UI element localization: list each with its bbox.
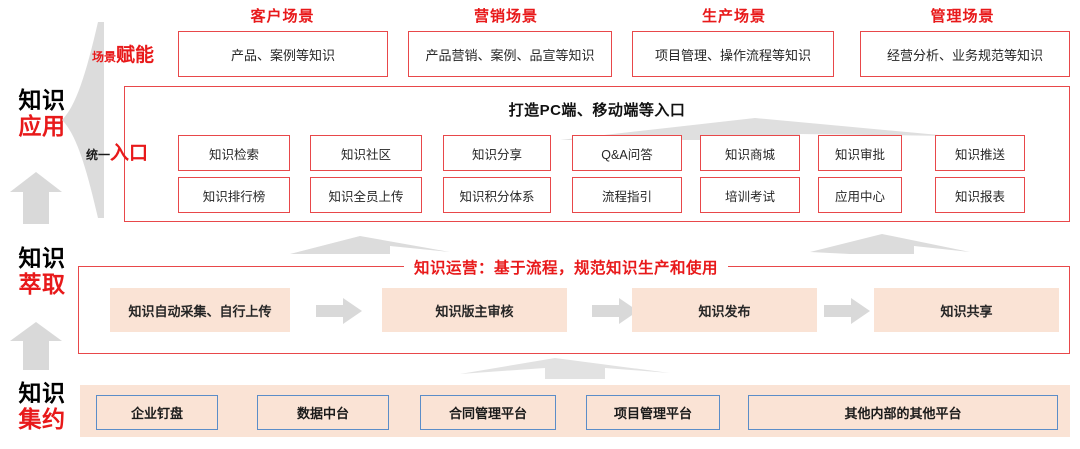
- entry-item-7[interactable]: 知识排行榜: [178, 177, 290, 213]
- operation-step-3[interactable]: 知识共享: [874, 288, 1059, 332]
- flat-chevron-platform-up: [460, 358, 670, 379]
- entry-item-1[interactable]: 知识社区: [310, 135, 422, 171]
- group-label-scenario-empowerment-small: 场景: [92, 50, 117, 64]
- group-label-scenario-empowerment: 场景赋能: [92, 40, 154, 67]
- scenario-box-1[interactable]: 产品营销、案例、品宣等知识: [408, 31, 612, 77]
- stage-label-extraction-line1: 知识: [18, 245, 66, 271]
- scenario-box-0[interactable]: 产品、案例等知识: [178, 31, 388, 77]
- flat-chevron-entry: [560, 118, 950, 140]
- entry-item-9[interactable]: 知识积分体系: [443, 177, 551, 213]
- entry-item-12[interactable]: 应用中心: [818, 177, 902, 213]
- scenario-box-3[interactable]: 经营分析、业务规范等知识: [860, 31, 1070, 77]
- operation-step-2[interactable]: 知识发布: [632, 288, 817, 332]
- stage-label-intensive-line1: 知识: [18, 380, 66, 406]
- flat-chevron-left-up: [290, 236, 450, 254]
- entry-item-10[interactable]: 流程指引: [572, 177, 682, 213]
- stage-label-intensive-line2: 集约: [18, 405, 66, 432]
- platform-box-3[interactable]: 项目管理平台: [586, 395, 720, 430]
- knowledge-operation-title: 知识运营：基于流程，规范知识生产和使用: [404, 256, 729, 278]
- entry-item-5[interactable]: 知识审批: [818, 135, 902, 171]
- scenario-header-3: 管理场景: [930, 8, 995, 25]
- platform-box-4[interactable]: 其他内部的其他平台: [748, 395, 1058, 430]
- stage-label-application-line2: 应用: [18, 112, 66, 139]
- scenario-box-2[interactable]: 项目管理、操作流程等知识: [632, 31, 834, 77]
- stage-label-extraction-line2: 萃取: [18, 270, 66, 297]
- unified-entry-title: 打造PC端、移动端等入口: [508, 102, 686, 119]
- entry-item-0[interactable]: 知识检索: [178, 135, 290, 171]
- entry-item-2[interactable]: 知识分享: [443, 135, 551, 171]
- arrow-step-1-to-2: [592, 298, 638, 324]
- group-label-scenario-empowerment-big: 赋能: [116, 45, 155, 66]
- operation-step-0[interactable]: 知识自动采集、自行上传: [110, 288, 290, 332]
- stage-label-application-line1: 知识: [18, 87, 66, 113]
- scenario-header-2: 生产场景: [701, 8, 766, 25]
- entry-item-4[interactable]: 知识商城: [700, 135, 800, 171]
- group-label-unified-entry-small: 统一: [86, 148, 111, 162]
- stage-label-application: 知识 应用: [6, 87, 78, 140]
- scenario-header-1: 营销场景: [473, 8, 538, 25]
- operation-step-1[interactable]: 知识版主审核: [382, 288, 567, 332]
- entry-item-6[interactable]: 知识推送: [935, 135, 1025, 171]
- flat-chevron-right-up: [810, 234, 970, 254]
- entry-item-13[interactable]: 知识报表: [935, 177, 1025, 213]
- platform-box-2[interactable]: 合同管理平台: [420, 395, 556, 430]
- stage-label-intensive: 知识 集约: [6, 380, 78, 433]
- arrow-step-0-to-1: [316, 298, 362, 324]
- up-arrow-intensive-to-extraction: [10, 322, 62, 370]
- group-label-unified-entry-big: 入口: [110, 143, 149, 164]
- up-arrow-extraction-to-application: [10, 172, 62, 224]
- scenario-header-0: 客户场景: [250, 8, 315, 25]
- group-label-unified-entry: 统一入口: [86, 138, 148, 165]
- left-brace-shape: [62, 22, 104, 218]
- platform-box-1[interactable]: 数据中台: [257, 395, 389, 430]
- entry-item-3[interactable]: Q&A问答: [572, 135, 682, 171]
- platform-box-0[interactable]: 企业钉盘: [96, 395, 218, 430]
- entry-item-8[interactable]: 知识全员上传: [310, 177, 422, 213]
- stage-label-extraction: 知识 萃取: [6, 245, 78, 298]
- entry-item-11[interactable]: 培训考试: [700, 177, 800, 213]
- arrow-step-2-to-3: [824, 298, 870, 324]
